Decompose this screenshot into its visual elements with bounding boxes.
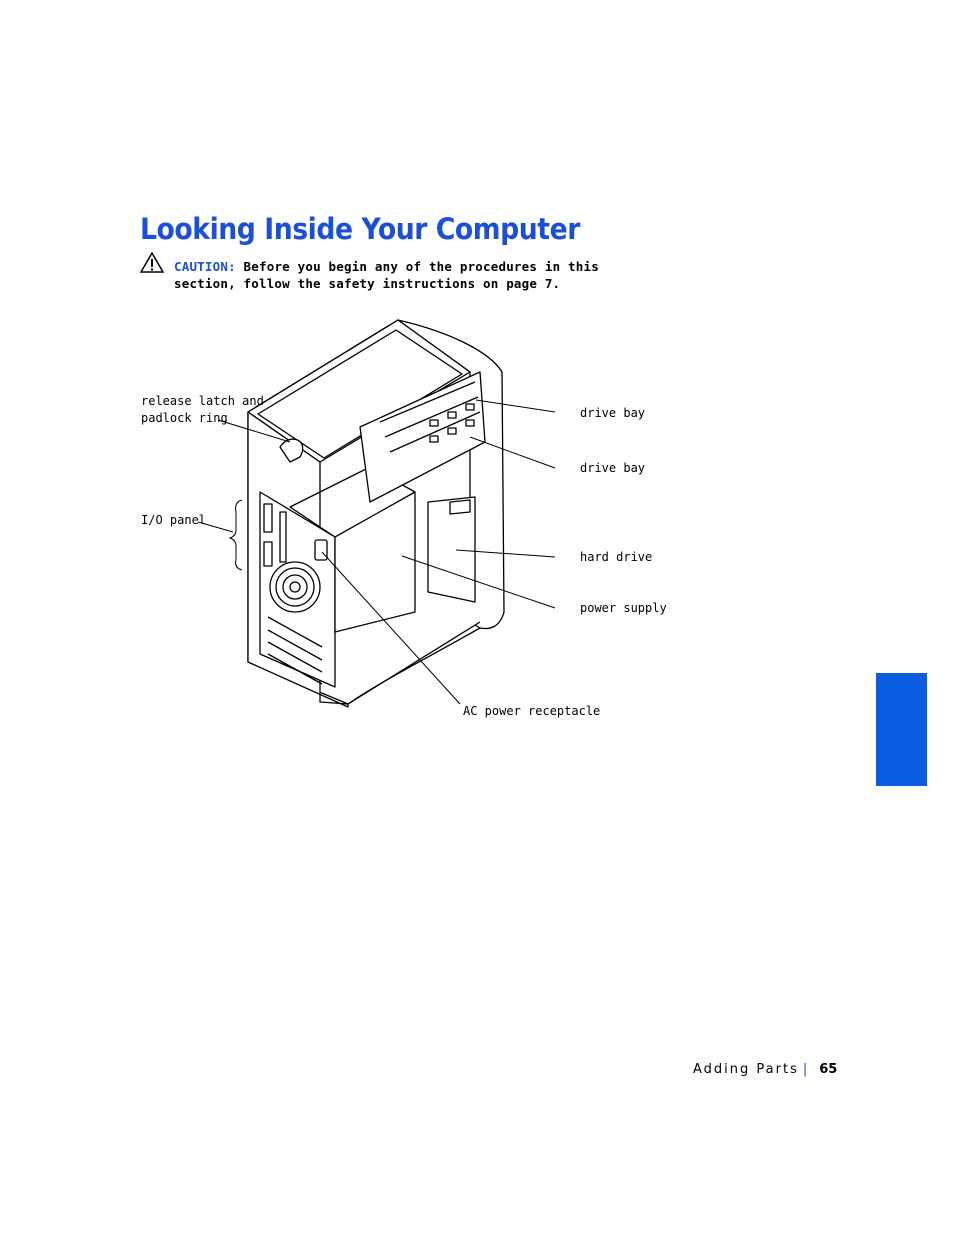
caution-text: Before you begin any of the procedures i… — [174, 259, 599, 291]
page-number: 65 — [819, 1062, 838, 1077]
chapter-side-tab — [876, 673, 927, 786]
caution-label: CAUTION: — [174, 259, 236, 274]
callout-io-panel: I/O panel — [141, 513, 207, 527]
caution-notice: CAUTION: Before you begin any of the pro… — [174, 258, 654, 292]
footer-separator: | — [802, 1062, 810, 1077]
page-footer: Adding Parts| 65 — [693, 1062, 837, 1077]
callout-hard-drive: hard drive — [580, 550, 653, 564]
footer-section: Adding Parts — [693, 1062, 799, 1077]
callout-release-latch-line1: release latch and — [141, 394, 264, 408]
page-title: Looking Inside Your Computer — [140, 212, 580, 246]
callout-release-latch-line2: padlock ring — [141, 411, 228, 425]
callout-drive-bay-lower: drive bay — [580, 461, 646, 475]
computer-interior-illustration — [197, 319, 556, 708]
caution-icon — [140, 252, 164, 273]
callout-drive-bay-upper: drive bay — [580, 406, 646, 420]
callout-power-supply: power supply — [580, 601, 667, 615]
callout-ac-power-receptacle: AC power receptacle — [463, 704, 601, 718]
